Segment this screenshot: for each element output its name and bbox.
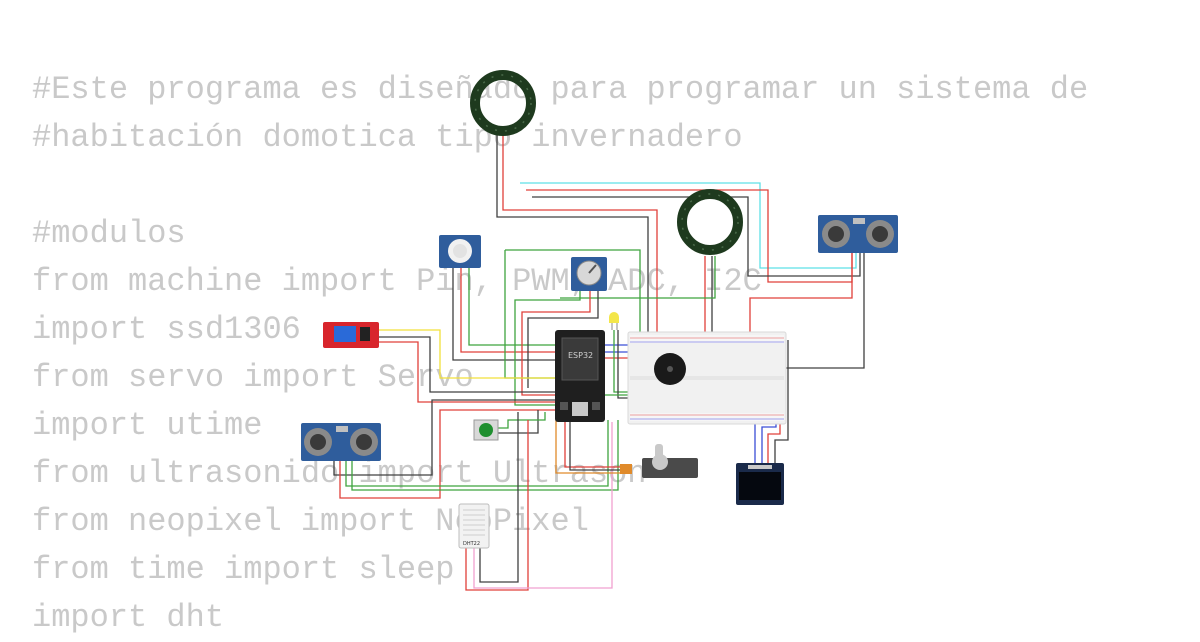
wire-us-right-black[interactable]: [785, 252, 865, 369]
code-line: from servo import Servo: [32, 359, 474, 396]
servo-motor[interactable]: [620, 444, 698, 478]
code-line: import ssd1306: [32, 311, 301, 348]
buzzer[interactable]: [654, 353, 686, 385]
wire-servo-orange[interactable]: [555, 420, 620, 474]
code-line: #habitación domotica tipo invernadero: [32, 119, 743, 156]
dht22-sensor[interactable]: DHT22: [458, 503, 490, 549]
wire-dht-black[interactable]: [479, 412, 519, 583]
wire-us-right-red[interactable]: [749, 252, 853, 335]
wire-pot-green[interactable]: [514, 290, 581, 406]
wire-pot-black[interactable]: [527, 290, 599, 388]
dht22-label: DHT22: [463, 541, 480, 547]
wire-dht-red[interactable]: [465, 420, 529, 591]
code-background: #Este programa es diseñado para programa…: [32, 66, 1088, 642]
wire-us-left-black[interactable]: [333, 399, 558, 476]
wire-pir-black[interactable]: [452, 266, 560, 361]
wire-servo-red[interactable]: [564, 420, 620, 468]
wire-servo-black[interactable]: [569, 420, 620, 471]
breadboard[interactable]: [627, 331, 787, 425]
wire-pot-red[interactable]: [521, 290, 591, 396]
wire-oled-black[interactable]: [774, 340, 789, 464]
wire-ring2-green[interactable]: [560, 256, 716, 299]
neopixel-ring-2[interactable]: [677, 189, 743, 255]
wire-us-left-red[interactable]: [339, 409, 558, 499]
push-button[interactable]: [473, 419, 499, 441]
ultrasonic-sensor-right[interactable]: [818, 215, 898, 253]
led[interactable]: [609, 312, 619, 330]
esp32-label: ESP32: [568, 351, 593, 360]
wire-relay-yellow[interactable]: [378, 329, 558, 379]
wire-us-left-green1[interactable]: [345, 420, 609, 487]
wire-relay-black[interactable]: [378, 336, 558, 393]
wire-relay-red[interactable]: [378, 341, 558, 403]
wire-green-up[interactable]: [505, 249, 641, 340]
wire-button-black[interactable]: [498, 410, 539, 434]
wire-button-green[interactable]: [498, 412, 546, 429]
neopixel-ring-1[interactable]: [470, 70, 536, 136]
wire-us-left-green2[interactable]: [351, 420, 619, 491]
wire-green-long[interactable]: [504, 250, 560, 379]
wire-black-top[interactable]: [532, 196, 861, 277]
wire-pir-red[interactable]: [460, 266, 560, 353]
code-line: import utime: [32, 407, 263, 444]
wire-ring1-black[interactable]: [496, 135, 649, 340]
wire-dht-pink[interactable]: [473, 422, 613, 589]
wires: [333, 135, 865, 591]
code-line: #modulos: [32, 215, 186, 252]
esp32-board[interactable]: ESP32: [555, 330, 605, 422]
wire-ring1-red[interactable]: [502, 135, 658, 340]
relay-module[interactable]: [323, 322, 379, 348]
pir-sensor[interactable]: [439, 235, 481, 268]
oled-display[interactable]: [736, 463, 784, 505]
potentiometer[interactable]: [571, 257, 607, 291]
ultrasonic-sensor-left[interactable]: [301, 423, 381, 461]
code-line: from time import sleep: [32, 551, 455, 588]
wire-cyan[interactable]: [520, 182, 857, 269]
wire-pir-green[interactable]: [468, 266, 560, 346]
